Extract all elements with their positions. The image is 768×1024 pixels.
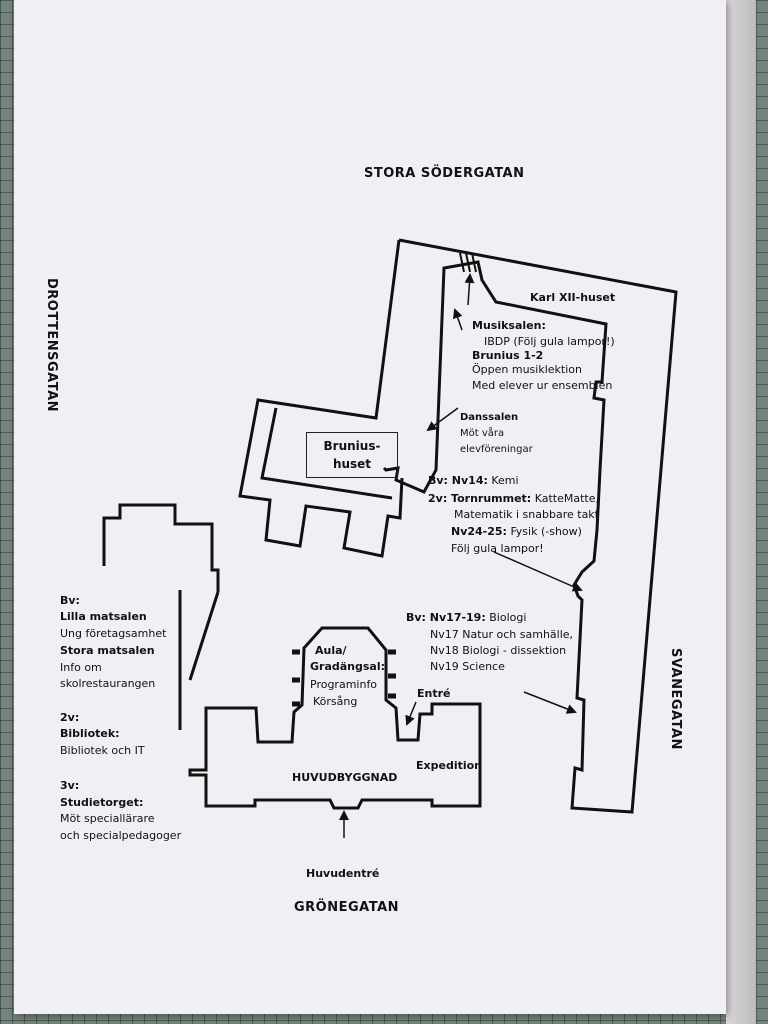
left-2v: 2v:	[60, 711, 80, 724]
arrow-dans	[426, 407, 459, 432]
brunius12-line2: Med elever ur ensemblen	[472, 379, 613, 392]
nv2425-line2: Följ gula lampor!	[451, 542, 544, 555]
paper-stack-edge	[726, 0, 756, 1024]
left-stora: Stora matsalen	[60, 644, 155, 657]
left-bibliotek-text: Bibliotek och IT	[60, 744, 145, 757]
left-lilla-text: Ung företagsamhet	[60, 627, 167, 640]
arrow-bio	[523, 691, 577, 714]
arrow-fysik	[493, 551, 583, 592]
arrow-connector	[464, 273, 475, 306]
torn-text: KatteMatte,	[531, 492, 599, 505]
dans-title: Danssalen	[460, 412, 519, 423]
left-studie-line1: Möt speciallärare	[60, 812, 155, 825]
left-stora-line1: Info om	[60, 661, 102, 674]
nv2425-label: Nv24-25:	[451, 525, 507, 538]
bio-label: Bv: Nv17-19:	[406, 611, 486, 624]
brunius12-line1: Öppen musiklektion	[472, 363, 582, 376]
nv14-text: Kemi	[487, 474, 519, 487]
karl-huset-label: Karl XII-huset	[530, 291, 616, 304]
connector-lines	[459, 252, 477, 273]
arrow-entre	[405, 701, 417, 726]
karl-huset-outline	[382, 238, 678, 814]
west-building-outline	[102, 503, 220, 730]
huvudbyggnad-outline	[188, 626, 482, 810]
street-east: SVANEGATAN	[668, 648, 683, 750]
street-south: GRÖNEGATAN	[294, 900, 400, 915]
left-lilla: Lilla matsalen	[60, 610, 147, 623]
left-bv: Bv:	[60, 594, 80, 607]
brunius12-title: Brunius 1-2	[472, 349, 544, 362]
bio-line3: Nv19 Science	[430, 660, 505, 673]
entre-label: Entré	[417, 687, 451, 700]
nv2425-row: Nv24-25: Fysik (-show)	[451, 524, 582, 540]
nv2425-text: Fysik (-show)	[506, 525, 582, 538]
brunius-huset-label: Brunius- huset	[306, 432, 398, 478]
bio-line1: Nv17 Natur och samhälle,	[430, 628, 574, 641]
expedition-label: Expedition	[416, 759, 483, 772]
left-studie-line2: och specialpedagoger	[60, 829, 182, 842]
street-west: DROTTENSGATAN	[44, 278, 59, 413]
bio-row: Bv: Nv17-19: Biologi	[406, 610, 526, 626]
nv14-row: Bv: Nv14: Kemi	[428, 473, 519, 489]
left-stora-line2: skolrestaurangen	[60, 677, 156, 690]
brunius-inner-line	[260, 407, 393, 500]
aula-line3: Programinfo	[310, 678, 378, 691]
brunius-line1: Brunius-	[323, 439, 381, 453]
aula-ticks	[292, 649, 396, 707]
torn-label: 2v: Tornrummet:	[428, 492, 532, 505]
torn-row: 2v: Tornrummet: KatteMatte,	[428, 491, 599, 507]
bio-text: Biologi	[485, 611, 527, 624]
left-bibliotek: Bibliotek:	[60, 727, 120, 740]
bio-line2: Nv18 Biologi - dissektion	[430, 644, 567, 657]
left-studie: Studietorget:	[60, 796, 144, 809]
left-3v: 3v:	[60, 779, 80, 792]
map-sheet	[14, 0, 726, 1014]
huvudentre-label: Huvudentré	[306, 867, 380, 880]
aula-line2: Gradängsal:	[310, 660, 386, 673]
street-north: STORA SÖDERGATAN	[364, 166, 525, 181]
nv14-label: Bv: Nv14:	[428, 474, 488, 487]
musik-title: Musiksalen:	[472, 319, 546, 332]
arrow-musik	[452, 308, 463, 331]
aula-line1: Aula/	[315, 644, 347, 657]
brunius-huset-outline	[238, 239, 404, 558]
brunius-line2: huset	[332, 457, 372, 471]
huvudbyggnad-label: HUVUDBYGGNAD	[292, 771, 398, 784]
musik-line1: IBDP (Följ gula lampor!)	[484, 335, 615, 348]
dans-line2: elevföreningar	[460, 444, 533, 455]
torn-line2: Matematik i snabbare takt	[454, 508, 599, 521]
dans-line1: Möt våra	[460, 428, 505, 439]
aula-line4: Körsång	[313, 695, 358, 708]
